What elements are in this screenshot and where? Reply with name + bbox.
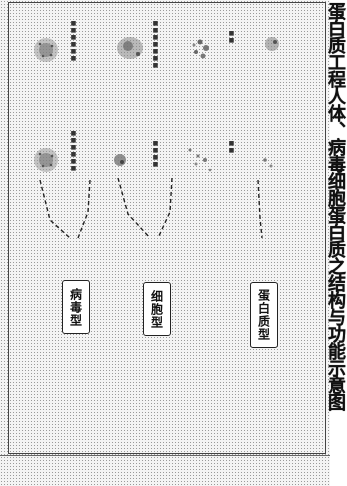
column-3-bracket [258,180,262,238]
column-3-bottom-caption: ■■ [228,140,235,180]
column-3-top-glyph [193,37,280,59]
column-3-label-text: 蛋白质型 [256,289,273,341]
column-3-label: 蛋白质型 [250,282,278,348]
column-3-top-caption: ■■ [228,30,235,70]
